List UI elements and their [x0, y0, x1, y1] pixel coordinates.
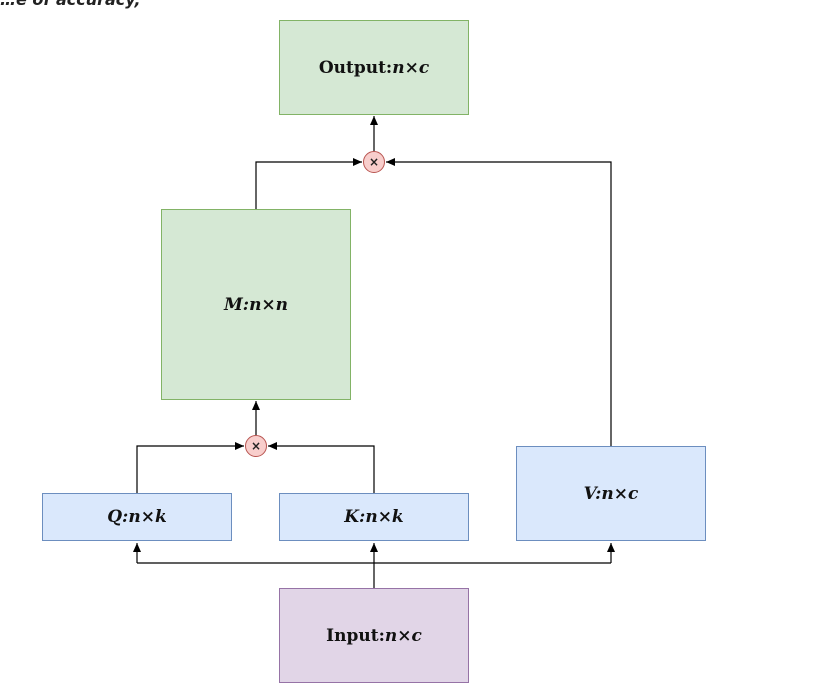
m-label: M:n×n — [223, 294, 289, 315]
multiply-operator-bottom: × — [245, 435, 267, 457]
q-node: Q:n×k — [42, 493, 232, 541]
q-label: Q:n×k — [107, 507, 167, 527]
output-node: Output:n×c — [279, 20, 469, 115]
input-node: Input:n×c — [279, 588, 469, 683]
v-node: V:n×c — [516, 446, 706, 541]
input-label: Input:n×c — [326, 625, 422, 646]
m-node: M:n×n — [161, 209, 351, 400]
output-label: Output:n×c — [318, 57, 430, 78]
edge-k-to-op — [268, 442, 375, 493]
edge-q-to-op — [136, 442, 244, 493]
v-label: V:n×c — [583, 483, 639, 504]
clipped-header-text: …e of accuracy, — [0, 0, 141, 9]
multiply-operator-top: × — [363, 151, 385, 173]
edge-v-to-op — [386, 158, 612, 446]
k-node: K:n×k — [279, 493, 469, 541]
k-label: K:n×k — [344, 507, 404, 527]
edge-m-to-op — [255, 158, 362, 209]
